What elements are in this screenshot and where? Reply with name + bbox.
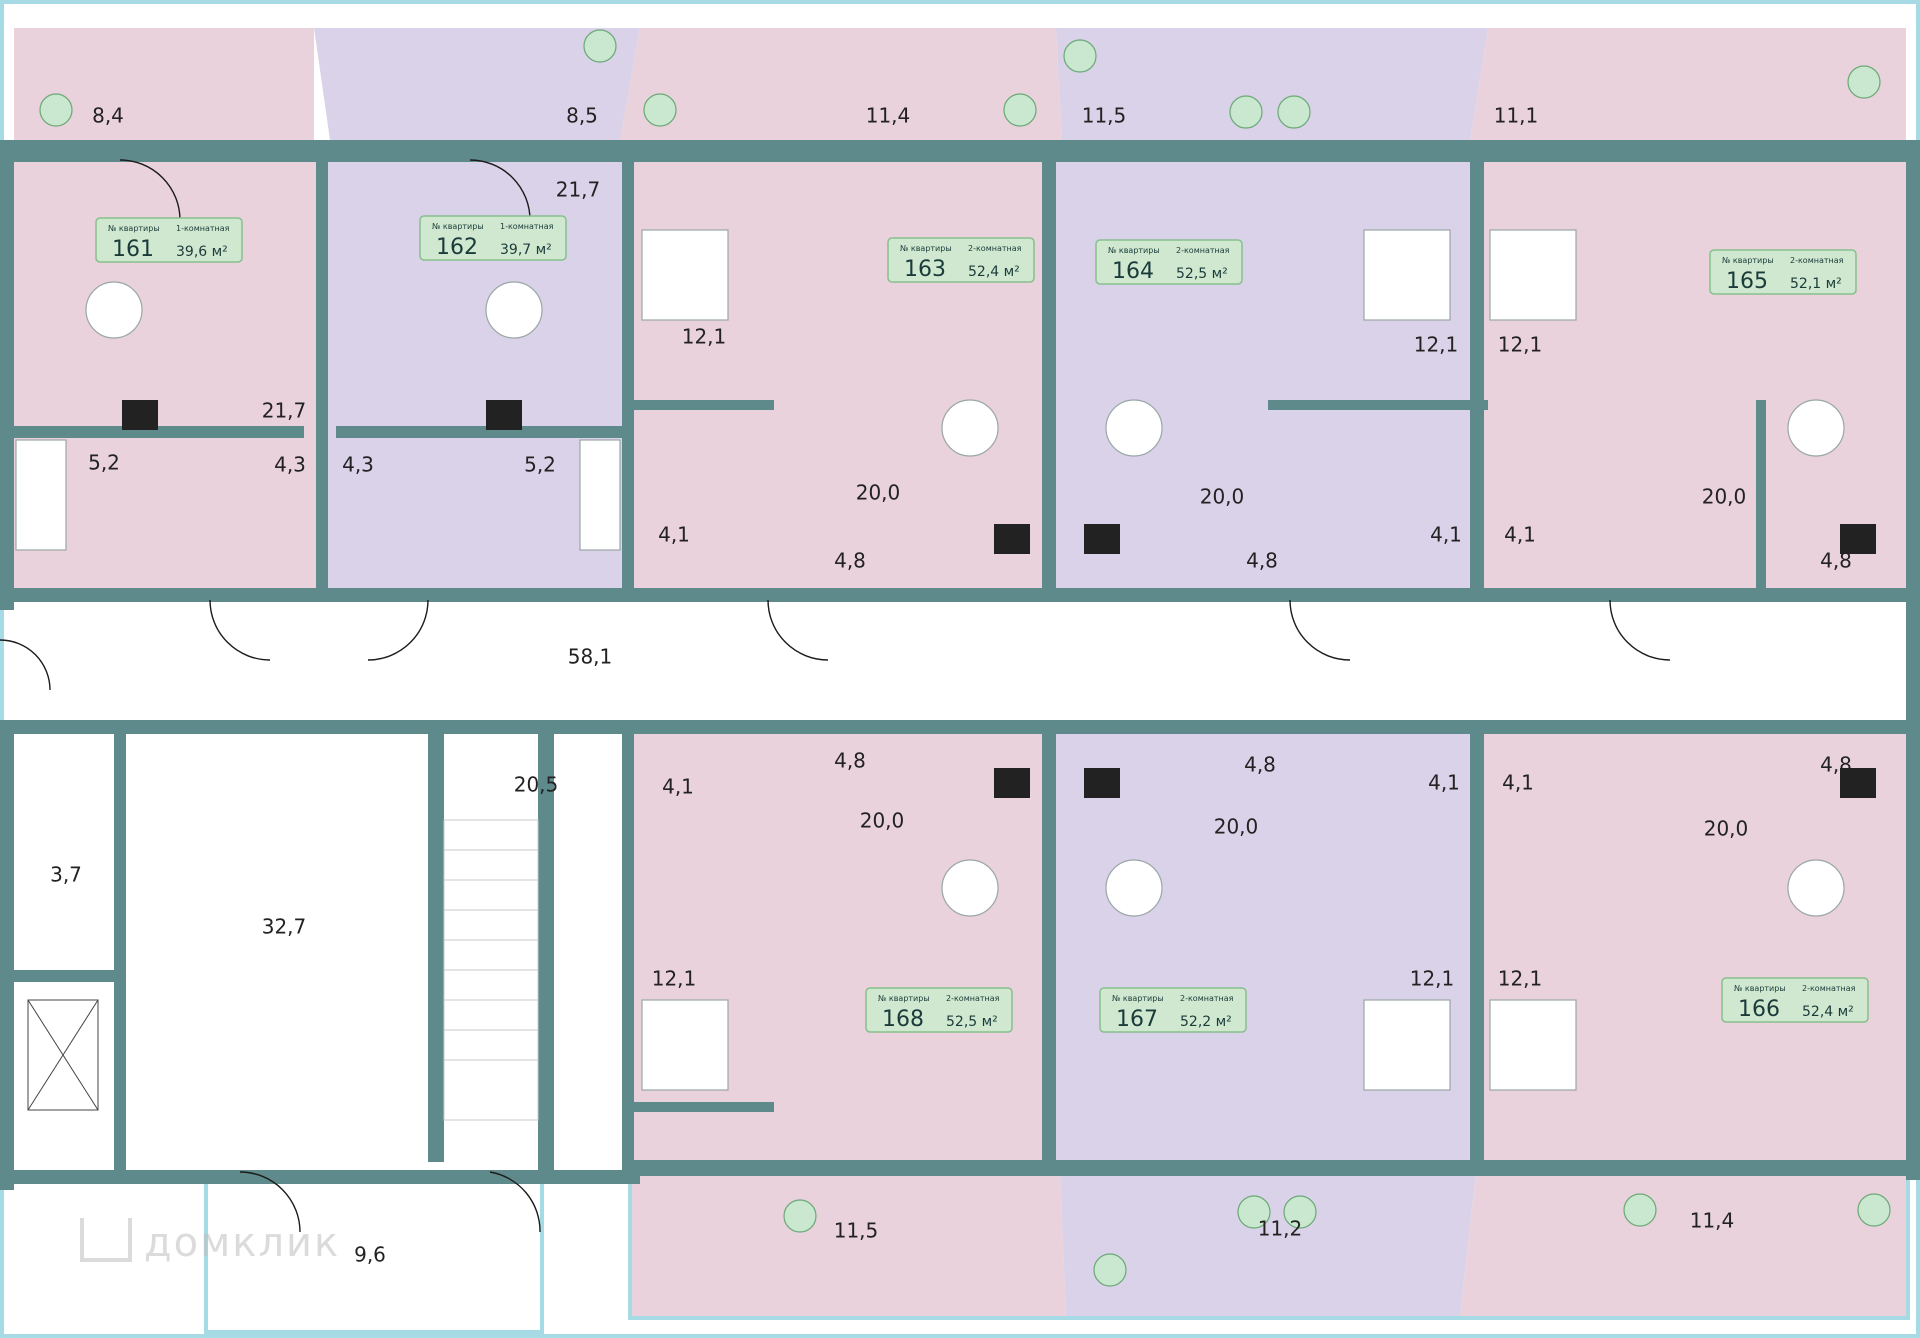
area-label: 4,3 — [274, 453, 306, 477]
area-label: 20,0 — [856, 481, 901, 505]
apartment-tag-163[interactable]: № квартиры 2-комнатная 163 52,4 м² — [887, 237, 1035, 283]
area-label: 5,2 — [88, 451, 120, 475]
area-label: 11,4 — [1690, 1209, 1735, 1233]
svg-text:1-комнатная: 1-комнатная — [176, 224, 230, 233]
doors — [0, 159, 1671, 1233]
area-label: 4,1 — [1428, 771, 1460, 795]
svg-text:52,4 м²: 52,4 м² — [968, 264, 1020, 280]
area-label: 32,7 — [262, 915, 307, 939]
top-balconies — [14, 28, 1906, 140]
area-label: 5,2 — [524, 453, 556, 477]
svg-text:165: 165 — [1726, 269, 1768, 294]
house-icon — [80, 1218, 132, 1262]
area-label: 8,5 — [566, 104, 598, 128]
staircase — [443, 819, 539, 1121]
svg-text:№ квартиры: № квартиры — [1722, 256, 1774, 265]
area-label: 20,0 — [1214, 815, 1259, 839]
svg-text:№ квартиры: № квартиры — [900, 244, 952, 253]
area-label: 4,8 — [834, 749, 866, 773]
area-label: 12,1 — [1498, 333, 1543, 357]
watermark-text: домклик — [144, 1220, 341, 1266]
apartment-tag-161[interactable]: № квартиры 1-комнатная 161 39,6 м² — [95, 217, 243, 263]
watermark: домклик — [80, 1218, 340, 1266]
area-label: 12,1 — [652, 967, 697, 991]
apartment-tags: № квартиры 1-комнатная 161 39,6 м² № ква… — [95, 215, 1869, 1033]
area-label: 11,2 — [1258, 1217, 1303, 1241]
apartment-tag-167[interactable]: № квартиры 2-комнатная 167 52,2 м² — [1099, 987, 1247, 1033]
svg-text:52,5 м²: 52,5 м² — [946, 1014, 998, 1030]
svg-text:2-комнатная: 2-комнатная — [968, 244, 1022, 253]
svg-text:2-комнатная: 2-комнатная — [1790, 256, 1844, 265]
area-label: 4,8 — [1244, 753, 1276, 777]
svg-text:166: 166 — [1738, 997, 1780, 1022]
svg-text:163: 163 — [904, 257, 946, 282]
bottom-balconies — [204, 1168, 1910, 1334]
area-label: 11,5 — [1082, 104, 1127, 128]
svg-text:52,1 м²: 52,1 м² — [1790, 276, 1842, 292]
svg-text:168: 168 — [882, 1007, 924, 1032]
room-area-labels: 8,4 8,5 11,4 11,5 11,1 21,7 21,7 12,1 12… — [50, 104, 1852, 1267]
walls — [0, 140, 1920, 1190]
svg-text:№ квартиры: № квартиры — [878, 994, 930, 1003]
area-label: 4,1 — [1502, 771, 1534, 795]
svg-text:167: 167 — [1116, 1007, 1158, 1032]
svg-text:164: 164 — [1112, 259, 1154, 284]
svg-text:39,7 м²: 39,7 м² — [500, 242, 552, 258]
apartment-tag-162[interactable]: № квартиры 1-комнатная 162 39,7 м² — [419, 215, 567, 261]
area-label: 11,1 — [1494, 104, 1539, 128]
svg-text:№ квартиры: № квартиры — [432, 222, 484, 231]
area-label: 12,1 — [1414, 333, 1459, 357]
svg-text:162: 162 — [436, 235, 478, 260]
area-label: 4,1 — [658, 523, 690, 547]
apartment-tag-164[interactable]: № квартиры 2-комнатная 164 52,5 м² — [1095, 239, 1243, 285]
area-label: 4,8 — [1246, 549, 1278, 573]
area-label: 20,0 — [1200, 485, 1245, 509]
area-label: 12,1 — [682, 325, 727, 349]
svg-text:№ квартиры: № квартиры — [108, 224, 160, 233]
area-label: 9,6 — [354, 1243, 386, 1267]
area-label: 20,0 — [1702, 485, 1747, 509]
area-label: 12,1 — [1410, 967, 1455, 991]
area-label: 20,0 — [860, 809, 905, 833]
apartment-tag-168[interactable]: № квартиры 2-комнатная 168 52,5 м² — [865, 987, 1013, 1033]
svg-text:№ квартиры: № квартиры — [1734, 984, 1786, 993]
apartment-tag-166[interactable]: № квартиры 2-комнатная 166 52,4 м² — [1721, 977, 1869, 1023]
area-label: 3,7 — [50, 863, 82, 887]
area-label: 4,8 — [1820, 549, 1852, 573]
area-label: 21,7 — [262, 399, 307, 423]
area-label: 11,5 — [834, 1219, 879, 1243]
svg-text:2-комнатная: 2-комнатная — [1180, 994, 1234, 1003]
svg-text:52,5 м²: 52,5 м² — [1176, 266, 1228, 282]
balcony-plants — [39, 29, 1891, 1287]
svg-text:2-комнатная: 2-комнатная — [1802, 984, 1856, 993]
area-label: 8,4 — [92, 104, 124, 128]
corridor — [14, 600, 1906, 722]
area-label: 4,1 — [1504, 523, 1536, 547]
svg-text:2-комнатная: 2-комнатная — [946, 994, 1000, 1003]
area-label: 11,4 — [866, 104, 911, 128]
elevator — [27, 999, 99, 1111]
svg-text:№ квартиры: № квартиры — [1108, 246, 1160, 255]
area-label: 4,8 — [834, 549, 866, 573]
svg-text:52,2 м²: 52,2 м² — [1180, 1014, 1232, 1030]
svg-text:52,4 м²: 52,4 м² — [1802, 1004, 1854, 1020]
area-label: 4,1 — [662, 775, 694, 799]
area-label: 12,1 — [1498, 967, 1543, 991]
svg-text:1-комнатная: 1-комнатная — [500, 222, 554, 231]
svg-text:161: 161 — [112, 237, 154, 262]
area-label: 21,7 — [556, 178, 601, 202]
area-label: 20,5 — [514, 773, 559, 797]
area-label: 4,3 — [342, 453, 374, 477]
svg-text:2-комнатная: 2-комнатная — [1176, 246, 1230, 255]
apartment-tag-165[interactable]: № квартиры 2-комнатная 165 52,1 м² — [1709, 249, 1857, 295]
area-label: 4,8 — [1820, 753, 1852, 777]
area-label: 4,1 — [1430, 523, 1462, 547]
svg-text:39,6 м²: 39,6 м² — [176, 244, 228, 260]
area-label: 58,1 — [568, 645, 613, 669]
area-label: 20,0 — [1704, 817, 1749, 841]
furniture — [15, 229, 1876, 1091]
svg-text:№ квартиры: № квартиры — [1112, 994, 1164, 1003]
